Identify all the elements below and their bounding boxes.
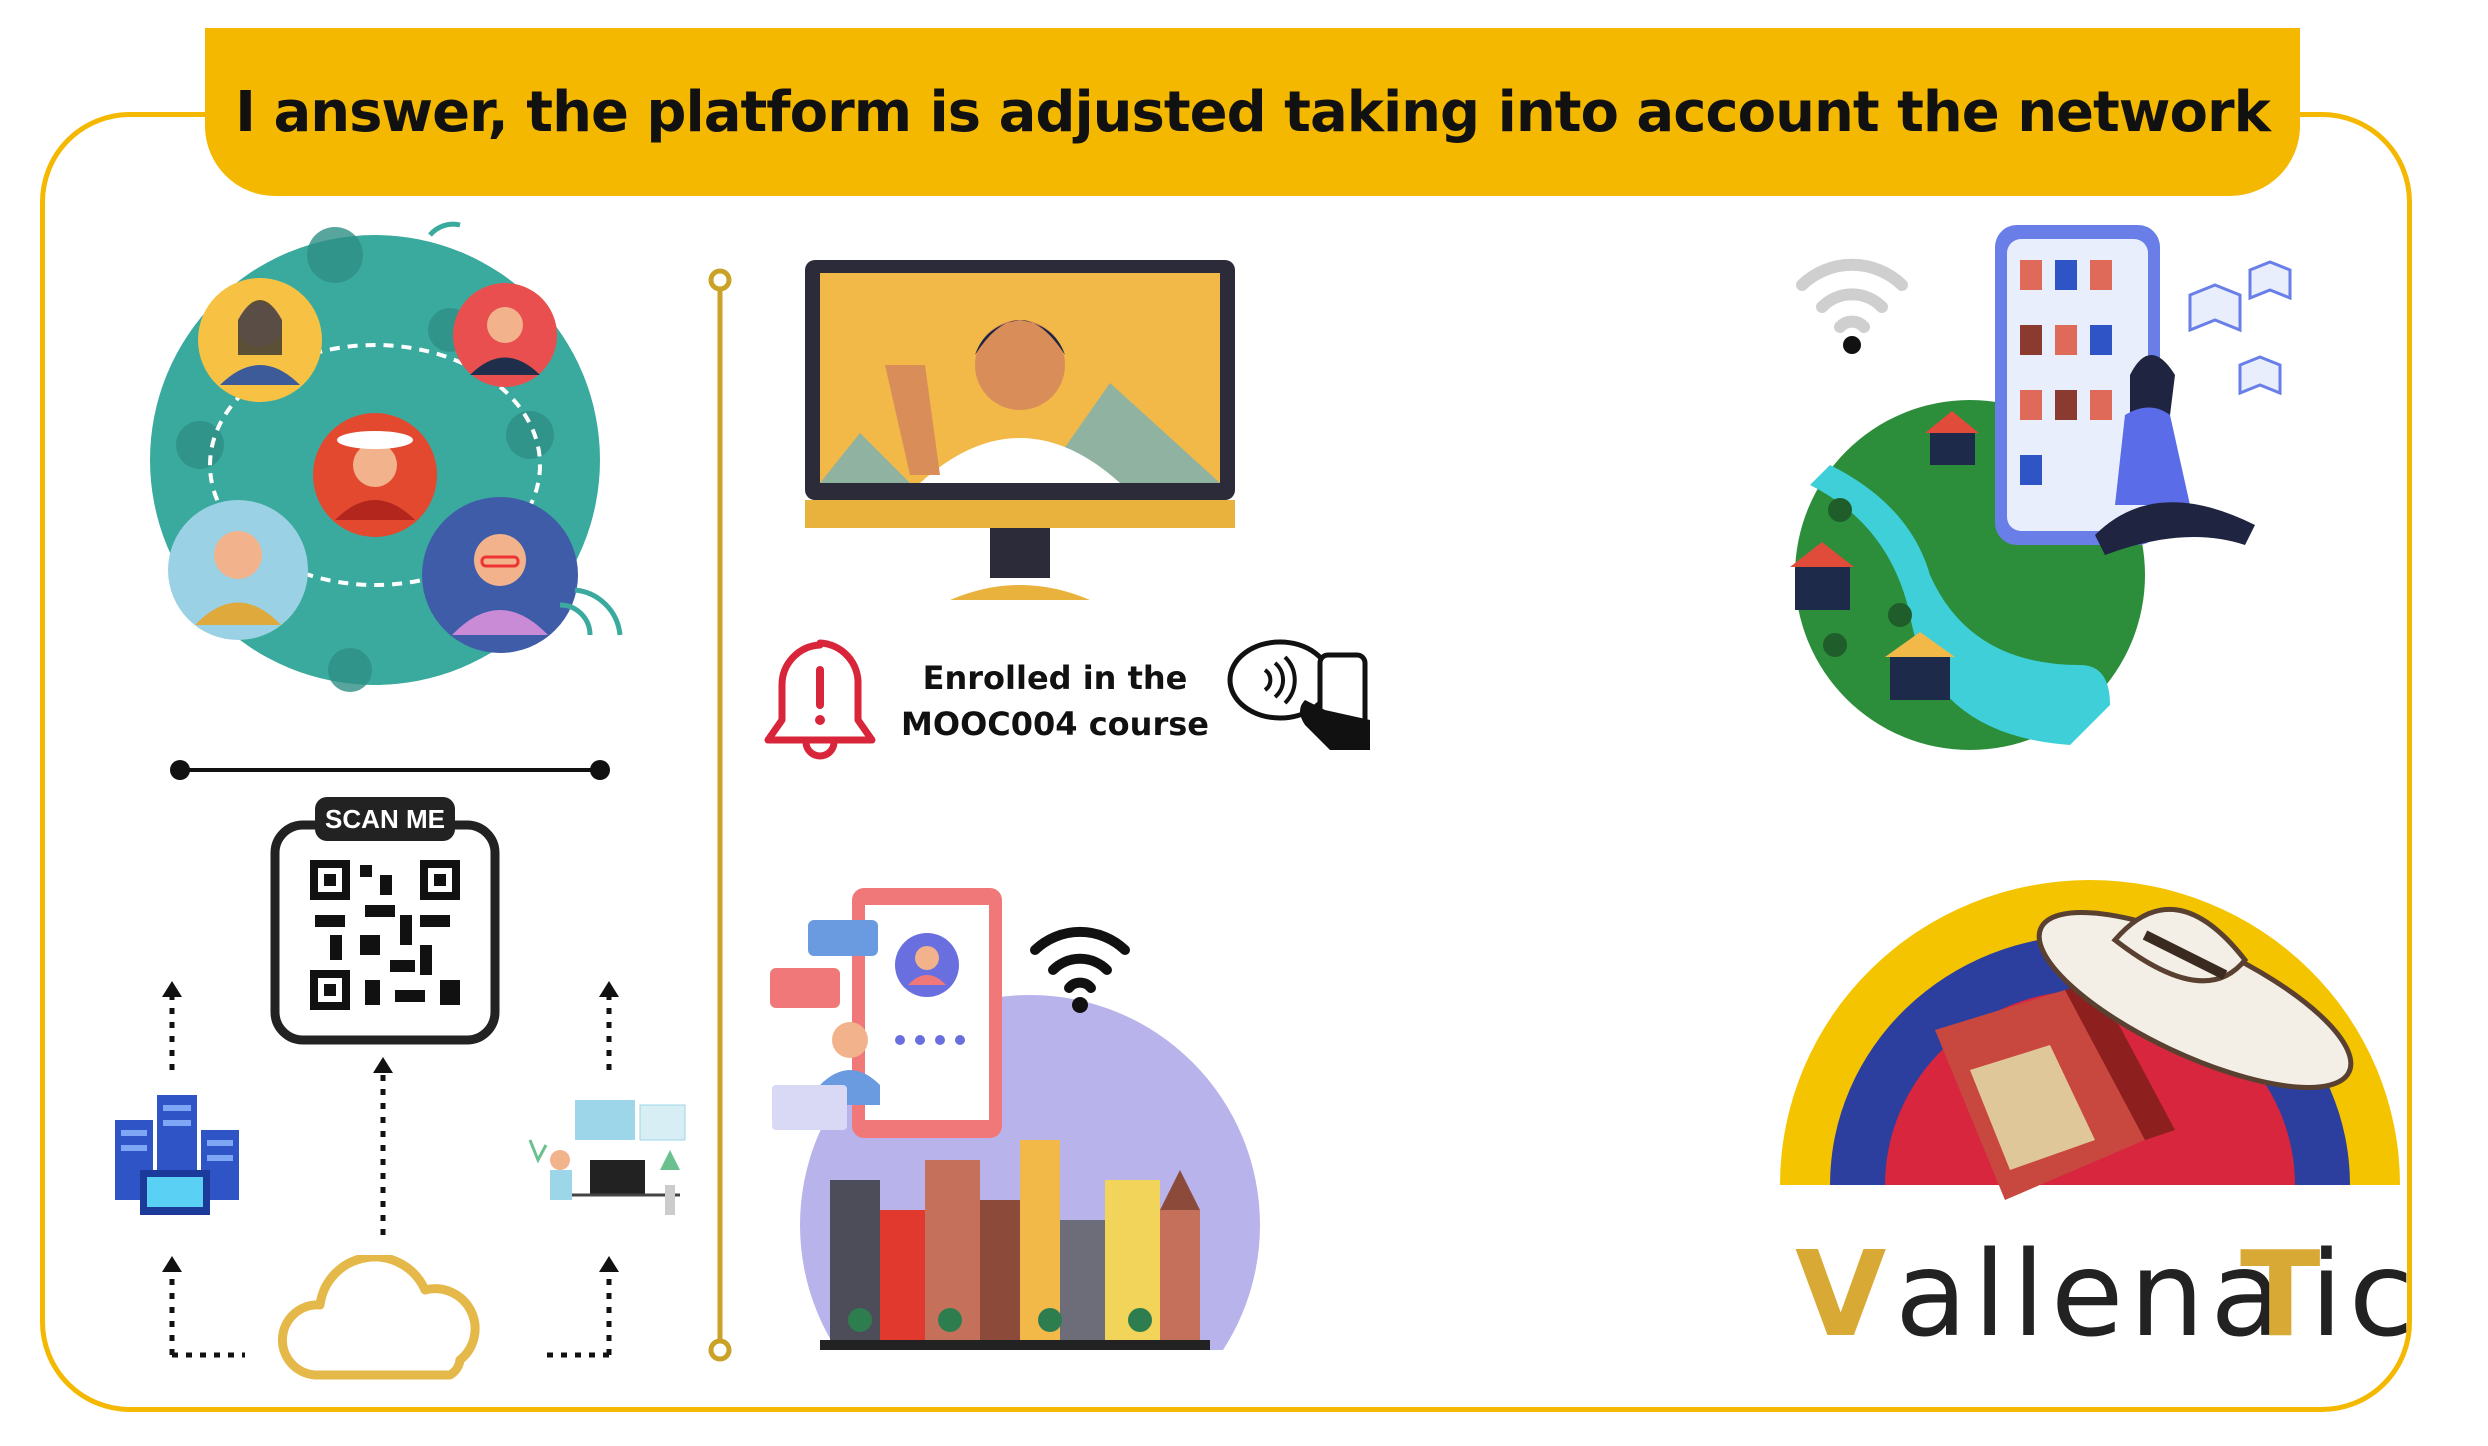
sombrero-icon: [2036, 906, 2354, 1090]
qr-code-icon: SCAN ME: [270, 797, 500, 1045]
timeline-divider: [708, 268, 732, 1362]
house: [1795, 430, 1975, 700]
avatar-man-top-right: [453, 283, 557, 387]
logo-letter-t: T: [2240, 1225, 2327, 1360]
wifi-signal-icon: [1796, 258, 1908, 354]
reader-person-icon: [2095, 355, 2255, 555]
logo-wordmark: V allena T ic: [1795, 1225, 2415, 1360]
bell-alert-icon: [764, 639, 876, 760]
qr-label: SCAN ME: [325, 804, 445, 834]
monitor-video-call-icon: [805, 260, 1235, 600]
logo-letter-v: V: [1795, 1225, 1892, 1360]
logo-letters-allena: allena: [1895, 1225, 2289, 1360]
phone-profile-icon: [852, 888, 1002, 1138]
network-globe-icon: [150, 221, 623, 692]
nfc-phone-icon: [1227, 639, 1370, 750]
avatar-bottom-right: [422, 497, 578, 653]
title-banner: I answer, the platform is adjusted takin…: [205, 28, 2300, 196]
connector-line: [170, 760, 610, 780]
vallenatic-logo: V allena T ic: [1780, 880, 2415, 1360]
server-icon: [115, 1095, 239, 1215]
wifi-icon: [1030, 926, 1130, 1013]
cloud-icon: [277, 1255, 480, 1380]
enrollment-notice: Enrolled in the MOOC004 course: [870, 655, 1240, 747]
logo-letters-ic: ic: [2310, 1225, 2415, 1360]
page-title: I answer, the platform is adjusted takin…: [235, 79, 2271, 145]
phone-bookshelf-icon: [1995, 225, 2160, 545]
avatar-bottom-left: [168, 500, 308, 640]
avatar-woman: [198, 278, 322, 402]
workstation-icon: [528, 1100, 686, 1215]
enrollment-line-2: MOOC004 course: [901, 705, 1209, 743]
data-flow-arrows: [162, 981, 619, 1358]
accordion-icon: [1935, 980, 2175, 1200]
city-icon: [760, 888, 1260, 1360]
city-skyline: [830, 1140, 1200, 1350]
rural-globe-icon: [1790, 225, 2292, 750]
avatar-center: [313, 413, 437, 537]
enrollment-line-1: Enrolled in the: [922, 659, 1188, 697]
